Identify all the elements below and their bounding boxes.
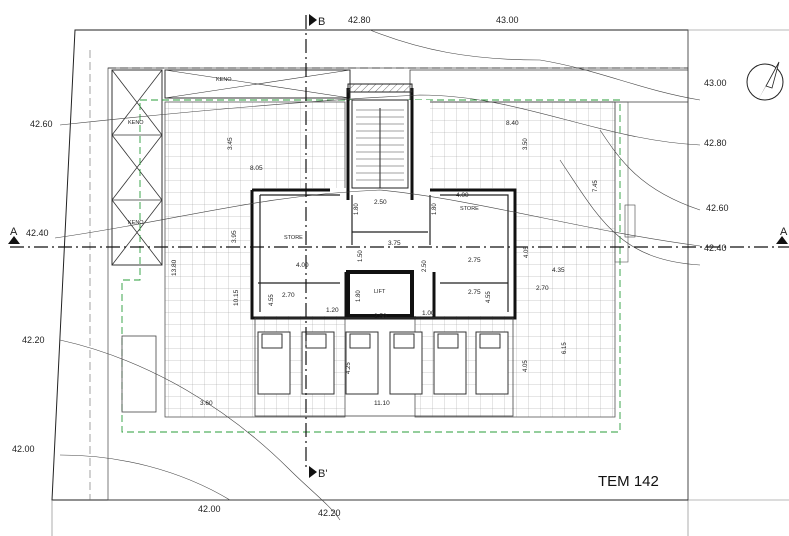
dim-1-80-a: 1.80 <box>354 203 360 215</box>
dim-4-55-right: 4.55 <box>486 291 492 303</box>
keno-top <box>164 69 351 99</box>
dim-1-80-b: 1.80 <box>432 203 438 215</box>
dim-6-15: 6.15 <box>562 342 568 354</box>
dim-1-00: 1.00 <box>422 310 435 317</box>
dim-10-15: 10.15 <box>233 289 240 306</box>
contour-label-left-3: 42.20 <box>22 335 45 345</box>
staircase <box>351 99 409 189</box>
section-mark-b-bottom: B' <box>318 468 327 480</box>
interior-left <box>250 188 350 316</box>
room-label-keno-left-2: KENO <box>128 220 144 226</box>
rect-lower-left <box>121 335 157 413</box>
dim-2-75-b: 2.75 <box>468 289 481 296</box>
stair-roof-hatch <box>347 83 413 93</box>
section-mark-b-top: B <box>318 16 325 28</box>
north-arrow-icon <box>746 61 784 101</box>
room-label-store-left: STORE <box>284 235 303 241</box>
contour-label-bottom-2: 42.20 <box>318 508 341 518</box>
section-arrow-b-top <box>309 14 317 26</box>
rect-right-small <box>624 204 636 238</box>
dim-3-75: 3.75 <box>388 240 401 247</box>
section-arrow-a-left <box>8 236 20 244</box>
contour-label-bottom-1: 42.00 <box>198 504 221 514</box>
dim-8-05: 8.05 <box>250 165 263 172</box>
dim-8-40: 8.40 <box>506 120 519 127</box>
dim-3-60: 3.60 <box>200 400 213 407</box>
building-walls-thin <box>258 194 509 312</box>
contour-label-right-3: 42.60 <box>706 203 729 213</box>
dim-13-80: 13.80 <box>171 259 178 276</box>
dim-2-75-a: 2.75 <box>468 257 481 264</box>
dim-11-10: 11.10 <box>374 400 390 407</box>
dim-2-50-b: 2.50 <box>422 260 428 272</box>
contour-label-left-4: 42.00 <box>12 444 35 454</box>
contour-label-left-2: 42.40 <box>26 228 49 238</box>
contour-label-right-2: 42.80 <box>704 138 727 148</box>
dim-1-80-c: 1.80 <box>356 290 362 302</box>
contour-label-right-1: 43.00 <box>704 78 727 88</box>
room-label-keno-top: KENO <box>216 77 232 83</box>
dim-4-05-b: 4.05 <box>523 360 529 372</box>
dim-4-05: 4.05 <box>524 246 530 258</box>
terrace-right-extension <box>614 101 629 263</box>
contour-label-top-2: 43.00 <box>496 15 519 25</box>
terrace-right-top <box>409 69 689 103</box>
dim-1-20: 1.20 <box>326 307 339 314</box>
dim-2-50-a: 2.50 <box>374 199 387 206</box>
keno-left <box>111 69 163 266</box>
room-label-store-right: STORE <box>460 206 479 212</box>
dim-4-35: 4.35 <box>552 267 565 274</box>
section-mark-a-left: A <box>10 226 18 238</box>
section-arrow-b-bottom <box>309 466 317 478</box>
dim-4-55-left: 4.55 <box>269 294 275 306</box>
dim-4-00-right: 4.00 <box>456 192 469 199</box>
dim-2-70-left: 2.70 <box>282 292 295 299</box>
dim-1-50: 1.50 <box>358 250 364 262</box>
section-arrow-a-right <box>776 236 788 244</box>
dim-4-25: 4.25 <box>346 362 352 374</box>
room-label-keno-left-1: KENO <box>128 120 144 126</box>
dim-3-45: 3.45 <box>227 137 234 150</box>
section-mark-a-right: A <box>780 226 788 238</box>
dim-7-45: 7.45 <box>593 180 599 192</box>
contour-label-left-1: 42.60 <box>30 119 53 129</box>
dim-3-95: 3.95 <box>231 230 238 243</box>
contour-lines <box>54 29 701 521</box>
contour-label-right-4: 42.40 <box>704 243 727 253</box>
dim-4-00: 4.00 <box>296 262 309 269</box>
equipment-platform <box>254 317 514 417</box>
lift-shaft <box>346 270 414 318</box>
green-boundary <box>121 99 621 433</box>
contour-label-top-1: 42.80 <box>348 15 371 25</box>
title-block-text: TEM 142 <box>598 473 659 490</box>
equipment-tanks <box>261 333 501 349</box>
dim-2-70-right: 2.70 <box>536 285 549 292</box>
room-label-lift: LIFT <box>374 289 386 295</box>
dim-3-50: 3.50 <box>523 138 529 150</box>
dim-2-50-c: 2.50 <box>374 313 387 320</box>
